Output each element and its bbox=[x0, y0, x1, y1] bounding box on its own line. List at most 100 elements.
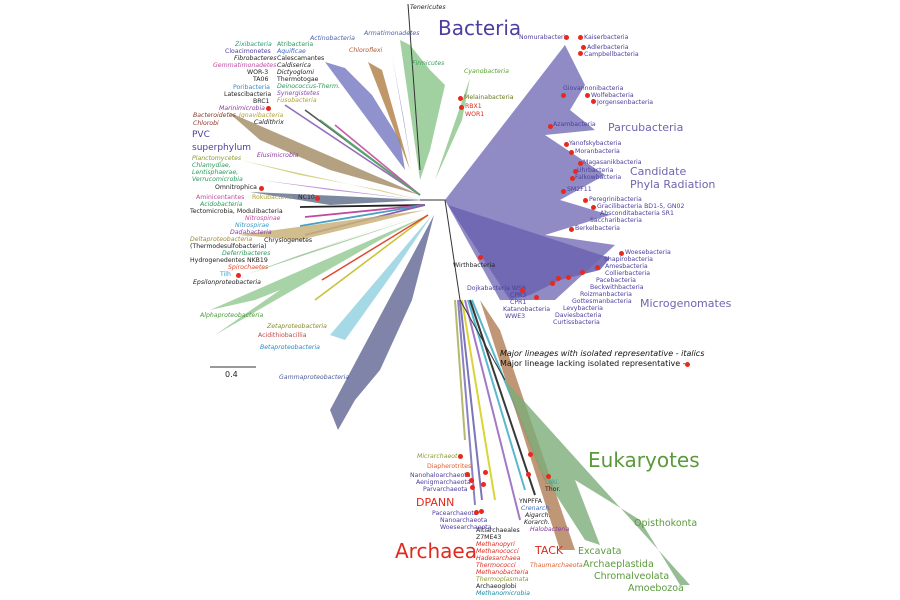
red-dot-icon bbox=[470, 485, 475, 490]
label: Calescamantes bbox=[277, 55, 325, 62]
label: Parvarchaeota bbox=[423, 486, 468, 493]
label: Tilh bbox=[220, 271, 231, 278]
label: NC10 bbox=[298, 194, 315, 201]
red-dot-icon bbox=[580, 270, 585, 275]
label: Curtissbacteria bbox=[553, 319, 600, 326]
label: Uhrbacteria bbox=[577, 167, 614, 174]
armatimonadetes-wedge bbox=[392, 55, 412, 170]
spirochaetes-wedge bbox=[280, 212, 425, 262]
red-dot-icon bbox=[526, 472, 531, 477]
label: Poribacteria bbox=[233, 84, 270, 91]
red-dot-icon bbox=[465, 472, 470, 477]
red-dot-icon bbox=[591, 205, 596, 210]
label: Cloacimonetes bbox=[225, 48, 271, 55]
label: Omnitrophica bbox=[215, 184, 257, 191]
red-dot-icon bbox=[534, 295, 539, 300]
red-dot-icon bbox=[569, 227, 574, 232]
label: Aminicentantes bbox=[196, 194, 245, 201]
label: Latescibacteria bbox=[224, 91, 272, 98]
red-dot-icon bbox=[259, 186, 264, 191]
label: Opisthokonta bbox=[634, 518, 698, 529]
chloroflexi-wedge bbox=[368, 62, 410, 170]
cyanobacteria-wedge bbox=[435, 78, 470, 180]
legend-red-dot-icon bbox=[685, 362, 690, 367]
label: Alphaproteobacteria bbox=[200, 312, 264, 319]
label: Korarch. bbox=[524, 519, 550, 526]
red-dot-icon bbox=[520, 288, 525, 293]
label: SM2F11 bbox=[567, 186, 592, 193]
bacteria-title: Bacteria bbox=[438, 16, 522, 40]
label: Methanobacteria bbox=[476, 569, 529, 576]
label: Crenarch. bbox=[521, 505, 552, 512]
red-dot-icon bbox=[550, 281, 555, 286]
pvc-wedge bbox=[240, 160, 420, 200]
label: Adlerbacteria bbox=[587, 44, 629, 51]
label: Excavata bbox=[578, 546, 622, 557]
red-dot-icon bbox=[566, 275, 571, 280]
label: Zetaproteobacteria bbox=[267, 323, 327, 330]
label: BRC1 bbox=[253, 98, 270, 105]
alphaproteobacteria-wedge bbox=[210, 215, 428, 335]
bacteroidetes-wedge bbox=[228, 112, 420, 195]
label: Dadabacteria bbox=[230, 229, 272, 236]
label: Chlamydiae, bbox=[192, 162, 231, 169]
label: (Thermodesulfobacteria) bbox=[190, 243, 267, 250]
label: Thor. bbox=[545, 486, 561, 493]
label: Cyanobacteria bbox=[464, 68, 509, 75]
red-dot-icon bbox=[459, 105, 464, 110]
red-dot-icon bbox=[561, 189, 566, 194]
label: Zixibacteria bbox=[235, 41, 272, 48]
label: Tectomicrobia, Modulibacteria bbox=[190, 208, 283, 215]
gammaproteobacteria-wedge bbox=[330, 215, 434, 430]
label: Halobacteria bbox=[530, 526, 570, 533]
tack-label: TACK bbox=[535, 544, 564, 557]
label: Nanoarchaeota bbox=[440, 517, 488, 524]
omnitrophica-wedge bbox=[250, 192, 425, 205]
label: Firmicutes bbox=[412, 60, 445, 67]
red-dot-icon bbox=[556, 276, 561, 281]
red-dot-icon bbox=[585, 93, 590, 98]
label: Katanobacteria bbox=[503, 306, 551, 313]
actinobacteria-wedge bbox=[325, 62, 405, 170]
red-dot-icon bbox=[548, 124, 553, 129]
label: Azambacteria bbox=[553, 121, 596, 128]
archaea-title: Archaea bbox=[395, 539, 477, 563]
label: Jorgensenbacteria bbox=[597, 99, 654, 106]
label: Thermotogae bbox=[277, 76, 319, 83]
label: Planctomycetes bbox=[192, 155, 242, 162]
label: Shapirobacteria bbox=[604, 256, 653, 263]
label: Levybacteria bbox=[563, 305, 603, 312]
red-dot-icon bbox=[546, 474, 551, 479]
label: Lentisphaerae, bbox=[192, 169, 239, 176]
red-dot-icon bbox=[474, 510, 479, 515]
red-dot-icon bbox=[595, 265, 600, 270]
eukaryotes-title: Eukaryotes bbox=[588, 448, 700, 472]
red-dot-icon bbox=[569, 150, 574, 155]
label: Armatimonadetes bbox=[364, 30, 420, 37]
label: Betaproteobacteria bbox=[260, 344, 320, 351]
label: Aenigmarchaeota bbox=[416, 479, 471, 486]
label: Hadesarchaea bbox=[476, 555, 521, 562]
label: Caldithrix bbox=[254, 119, 284, 126]
label: Woesearchaeota bbox=[440, 524, 492, 531]
label: Pacearchaeota bbox=[432, 510, 478, 517]
label: YNPFFA bbox=[519, 498, 542, 505]
label: Gemmatimonadetes bbox=[213, 62, 277, 69]
red-dot-icon bbox=[578, 35, 583, 40]
label: Falkowbacteria bbox=[575, 174, 622, 181]
label: Aquificae bbox=[277, 48, 306, 55]
label: Chloroflexi bbox=[349, 47, 383, 54]
label: Acidithiobacillia bbox=[258, 332, 307, 339]
label: Fibrobacteres bbox=[234, 55, 277, 62]
red-dot-icon bbox=[573, 169, 578, 174]
label: Amesbacteria bbox=[605, 263, 648, 270]
label: Synergistetes bbox=[277, 90, 320, 97]
label: Thermococci bbox=[476, 562, 516, 569]
label: Chromalveolata bbox=[594, 571, 670, 582]
scale-bar-value: 0.4 bbox=[225, 370, 238, 379]
red-dot-icon bbox=[591, 99, 596, 104]
label: Atribacteria bbox=[277, 41, 314, 48]
red-dot-icon bbox=[469, 478, 474, 483]
label: Nanohaloarchaeota bbox=[410, 472, 471, 479]
